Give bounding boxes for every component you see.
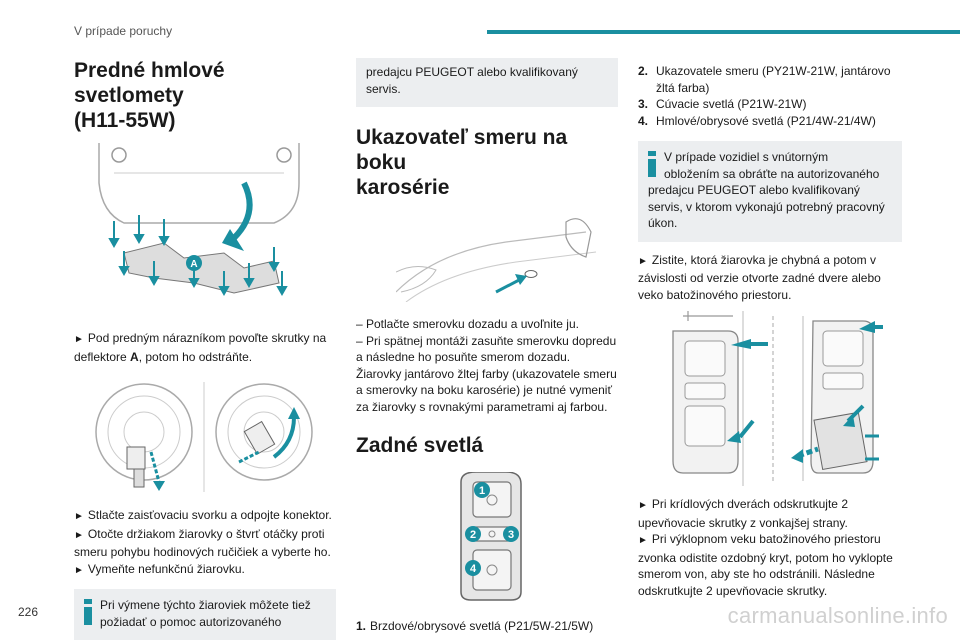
fog-step2: ►Stlačte zaisťovaciu svorku a odpojte ko…	[74, 508, 332, 522]
bullet-arrow-icon: ►	[74, 334, 84, 345]
column-side-indicator: predajcu PEUGEOT alebo kvalifikovaný ser…	[356, 58, 618, 635]
side-note: Žiarovky jantárovo žltej farby (ukazovat…	[356, 366, 617, 414]
header-section: V prípade poruchy	[74, 24, 173, 38]
info-icon	[84, 599, 92, 625]
watermark: carmanualsonline.info	[727, 603, 948, 628]
fog-info-box-continued: predajcu PEUGEOT alebo kvalifikovaný ser…	[356, 58, 618, 107]
rear-step1: ►Zistite, ktorá žiarovka je chybná a pot…	[638, 252, 881, 302]
bullet-arrow-icon: ►	[638, 535, 648, 546]
fog-bulb-illustration	[95, 382, 313, 492]
side-indicator-illustration	[396, 218, 597, 302]
bullet-arrow-icon: ►	[638, 255, 648, 267]
page-number: 226	[18, 605, 39, 619]
column-rear-lights: 2.Ukazovatele smeru (PY21W-21W, jantárov…	[638, 63, 902, 599]
fog-info-box: Pri výmene týchto žiaroviek môžete tiež …	[74, 589, 336, 640]
lamp-label-1: 1	[479, 485, 485, 497]
lamp-label-2: 2	[470, 529, 476, 541]
rear-lamp-diagram: 1 2 3 4	[460, 472, 522, 601]
bullet-arrow-icon: ►	[74, 564, 84, 576]
rear-lamp-removal-illustration	[672, 311, 883, 486]
side-step2: – Pri spätnej montáži zasuňte smerovku d…	[356, 333, 617, 365]
column-fog-lights: Predné hmlové svetlomety (H11-55W) A ►Po…	[74, 58, 336, 640]
fog-title: Predné hmlové svetlomety (H11-55W)	[74, 58, 336, 133]
rear-item-2: 2.Ukazovatele smeru (PY21W-21W, jantárov…	[638, 64, 891, 95]
fog-title-line1: Predné hmlové svetlomety	[74, 59, 225, 107]
deflector-label-a: A	[190, 259, 197, 270]
bullet-arrow-icon: ►	[74, 529, 84, 541]
lamp-label-3: 3	[508, 529, 514, 541]
fog-step4: ►Vymeňte nefunkčnú žiarovku.	[74, 561, 245, 576]
info-icon	[648, 151, 656, 177]
fog-deflector-illustration: A	[94, 143, 304, 318]
rear-info-box: V prípade vozidiel s vnútorným obložením…	[638, 141, 902, 242]
fog-title-line2: (H11-55W)	[74, 109, 176, 132]
fog-step1: ►Pod predným nárazníkom povoľte skrutky …	[74, 331, 327, 364]
bullet-arrow-icon: ►	[74, 511, 84, 522]
rear-item-1: 1.Brzdové/obrysové svetlá (P21/5W-21/5W)	[356, 619, 594, 633]
fog-step3: ►Otočte držiakom žiarovky o štvrť otáčky…	[74, 526, 331, 560]
rear-step2: ►Pri krídlových dverách odskrutkujte 2 u…	[638, 497, 848, 530]
header-accent-bar	[487, 30, 960, 34]
side-step1: – Potlačte smerovku dozadu a uvoľnite ju…	[356, 317, 579, 331]
bullet-arrow-icon: ►	[638, 500, 648, 511]
rear-item-4: 4.Hmlové/obrysové svetlá (P21/4W-21/4W)	[638, 113, 876, 128]
side-title: Ukazovateľ smeru na boku karosérie	[356, 126, 568, 199]
rear-title: Zadné svetlá	[356, 434, 484, 457]
rear-item-3: 3.Cúvacie svetlá (P21W-21W)	[638, 97, 807, 111]
rear-step3: ►Pri výklopnom veku batožinového priesto…	[638, 532, 893, 598]
lamp-label-4: 4	[470, 563, 477, 575]
